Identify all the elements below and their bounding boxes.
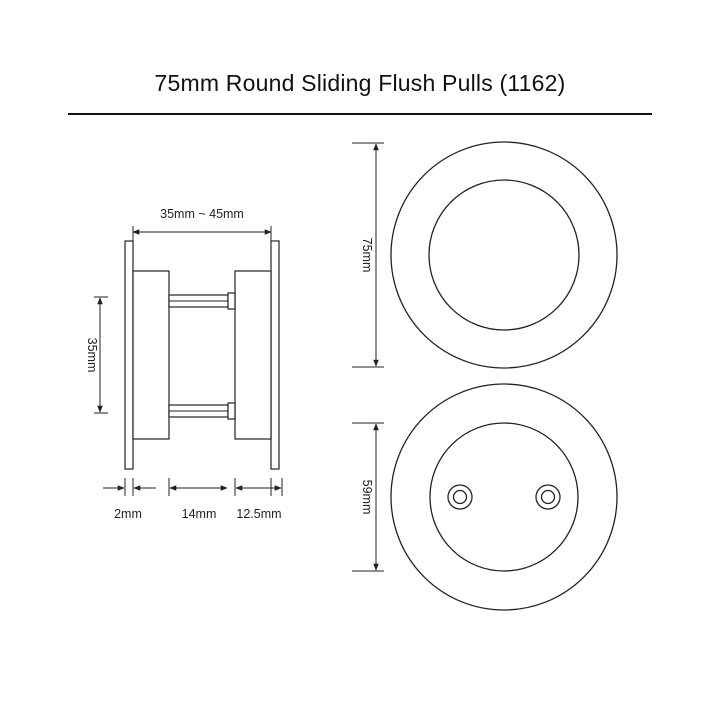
back-view: 59mm	[352, 383, 618, 611]
title-underline	[68, 113, 652, 115]
body-depth-label: 12.5mm	[236, 507, 281, 521]
back-inner-circle	[429, 422, 579, 572]
back-outer-circle	[390, 383, 618, 611]
outer-diameter-dimension: 75mm	[352, 142, 384, 368]
page-title: 75mm Round Sliding Flush Pulls (1162)	[154, 70, 566, 96]
outer-diameter-label: 75mm	[360, 238, 374, 273]
left-screw-hole	[447, 484, 473, 510]
right-face-plate	[270, 240, 280, 470]
door-thickness-label: 35mm ~ 45mm	[160, 207, 244, 221]
bottom-dimensions: 2mm 14mm 12.5mm	[103, 478, 283, 521]
front-view: 75mm	[352, 141, 618, 369]
door-thickness-dimension: 35mm ~ 45mm	[132, 207, 272, 242]
side-view: 35mm ~ 45mm 35mm 2mm 14mm	[85, 207, 283, 521]
inner-diameter-label: 59mm	[360, 480, 374, 515]
left-face-plate	[124, 240, 134, 470]
front-outer-circle	[390, 141, 618, 369]
inner-diameter-dimension: 59mm	[352, 422, 384, 572]
front-inner-circle	[428, 179, 580, 331]
plate-thickness-label: 2mm	[114, 507, 142, 521]
left-pull-body	[132, 270, 170, 440]
height-label: 35mm	[85, 338, 99, 373]
lower-screw	[168, 402, 236, 420]
right-pull-body	[234, 270, 272, 440]
right-screw-hole	[535, 484, 561, 510]
gap-label: 14mm	[182, 507, 217, 521]
upper-screw	[168, 292, 236, 310]
height-dimension: 35mm	[85, 296, 108, 414]
